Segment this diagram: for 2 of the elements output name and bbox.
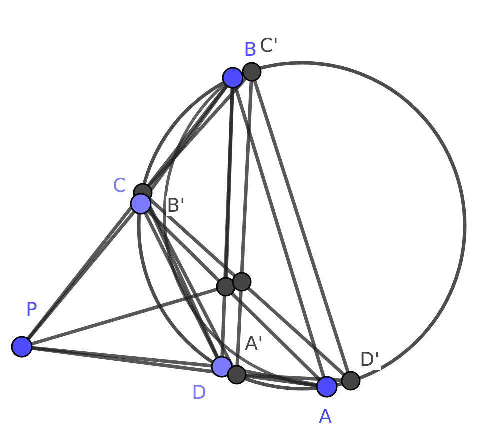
point-label: D' <box>359 350 381 370</box>
point-label: B' <box>166 196 186 216</box>
